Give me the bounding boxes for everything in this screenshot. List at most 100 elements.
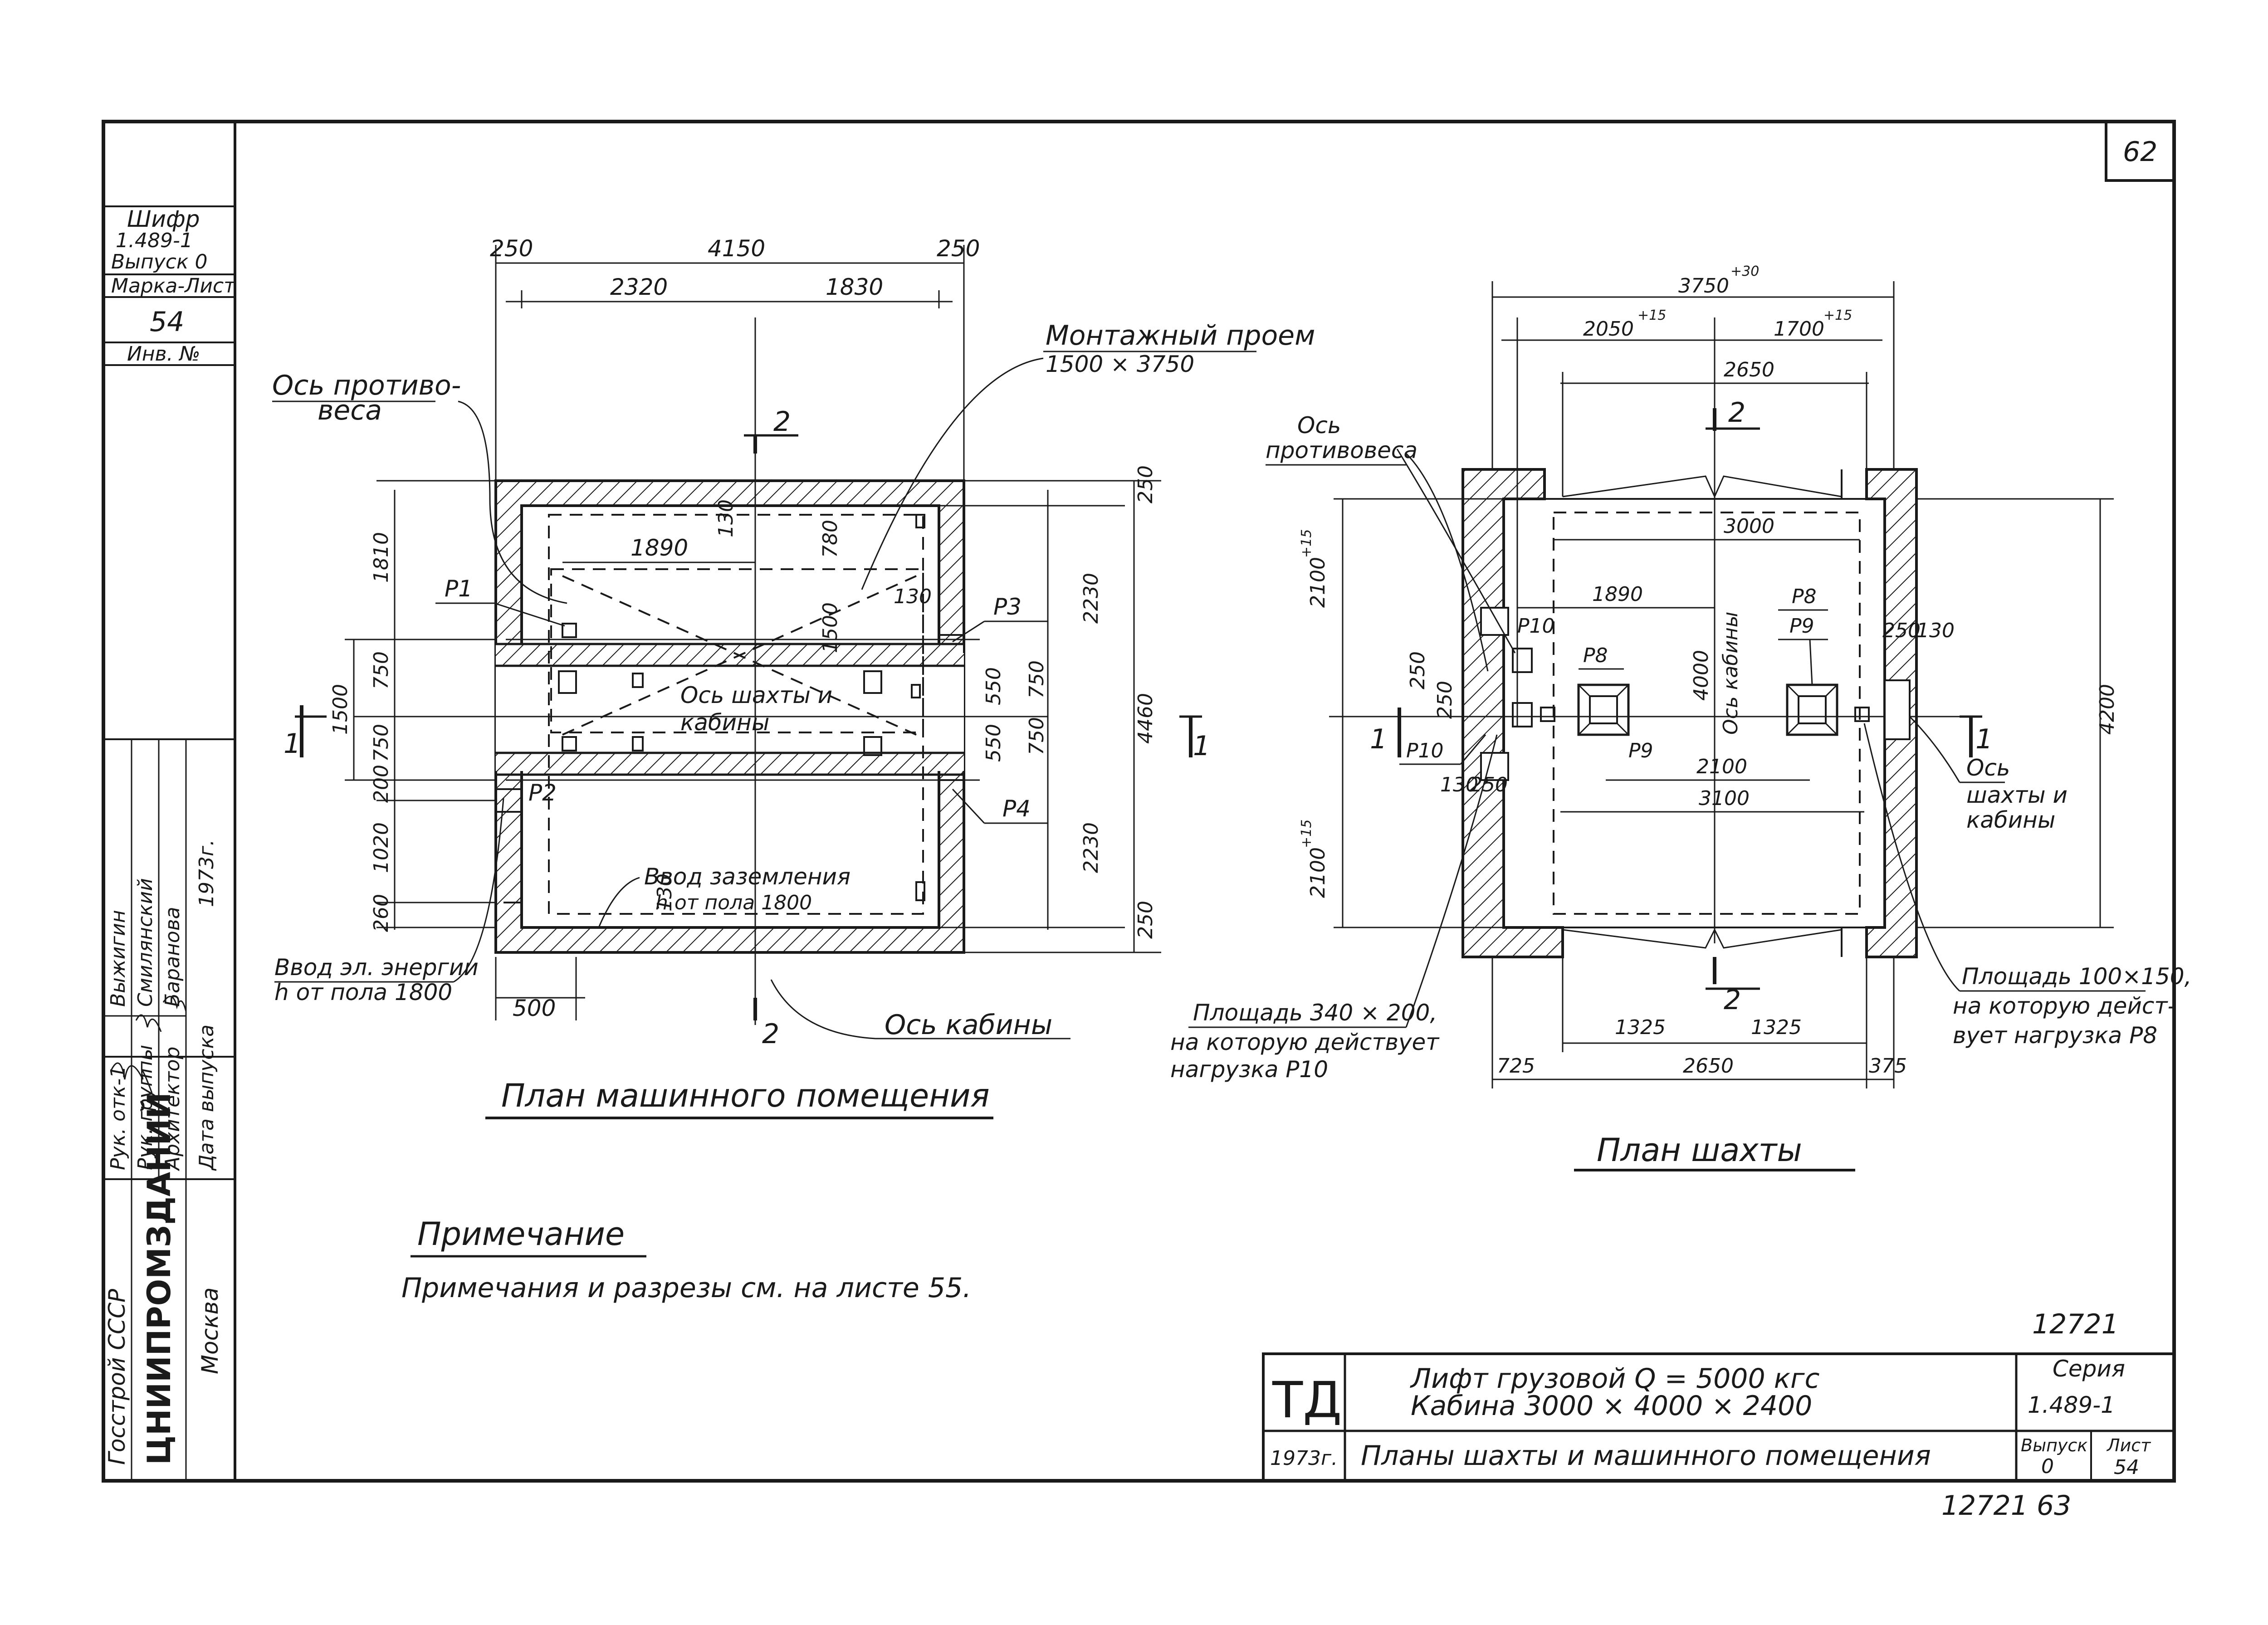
sheet-number: 62 [2123, 136, 2157, 168]
sh-load-p9a: P9 [1628, 739, 1653, 762]
mr-section-2-bottom: 2 [762, 1018, 779, 1050]
sh-dim-250c: 250 [1470, 773, 1508, 796]
mr-dim-750r1: 750 [1025, 660, 1048, 698]
tb-logo: ТД [1272, 1371, 1342, 1429]
pad-p10-upper [1480, 607, 1509, 636]
mr-section-1-right: 1 [1193, 730, 1210, 762]
sh-dim-4000: 4000 [1690, 650, 1713, 701]
stamp-series-line: 1.489-1 [116, 229, 193, 252]
sh-area-right-2: на которую дейст- [1953, 993, 2176, 1019]
mr-counterweight-axis-1: Ось противо- [272, 370, 461, 401]
stamp-date-label: Дата выпуска [195, 1025, 218, 1171]
mr-load-p2: P2 [528, 780, 557, 806]
sh-dim-1325b: 1325 [1751, 1016, 1802, 1039]
mr-shaft-axis-2: кабины [680, 709, 769, 736]
mr-dim-750a: 750 [370, 651, 393, 689]
mr-section-2-top: 2 [773, 406, 791, 438]
sh-load-p8b: P8 [1792, 585, 1817, 608]
mr-opening-label-1: Монтажный проем [1046, 320, 1315, 351]
mr-dim-1020: 1020 [370, 822, 393, 873]
mr-plan-title: План машинного помещения [501, 1077, 990, 1114]
mr-cabin-axis: Ось кабины [885, 1009, 1052, 1041]
stamp-org-top: Госстрой СССР [104, 1288, 130, 1465]
sh-dim-2100a: 2100 [1306, 557, 1330, 608]
mr-opening-label-2: 1500 × 3750 [1046, 351, 1194, 377]
mr-dim-1830: 1830 [826, 274, 883, 300]
mr-shaft-axis-1: Ось шахты и [680, 682, 832, 708]
stamp-inv-label: Инв. № [127, 342, 200, 366]
sh-dim-2650-top: 2650 [1724, 358, 1774, 381]
sh-section-2-top: 2 [1728, 397, 1745, 429]
stamp-name-1: Выжигин [107, 910, 130, 1007]
tb-year: 1973г. [1270, 1447, 1338, 1470]
tb-number-top: 12721 [2032, 1308, 2119, 1340]
mr-load-p4: P4 [1002, 795, 1031, 822]
mr-dim-750b: 750 [370, 724, 393, 762]
sh-dim-250d: 250 [1882, 619, 1921, 642]
mr-dim-550a: 550 [982, 667, 1005, 705]
mounting-opening [548, 514, 924, 915]
mr-dim-550b: 550 [982, 724, 1005, 762]
sh-dim-3100: 3100 [1699, 787, 1750, 810]
sh-dim-2100b-tol: +15 [1299, 820, 1315, 848]
sh-dim-1700: 1700 [1774, 317, 1824, 341]
sh-dim-2100: 2100 [1696, 755, 1747, 778]
sh-dim-250a: 250 [1406, 651, 1429, 689]
sh-section-1-right: 1 [1975, 723, 1993, 755]
stamp-mark-sheet-value: 54 [150, 306, 184, 338]
mr-dim-250b: 250 [937, 235, 980, 262]
sh-dim-2050-tol: +15 [1637, 307, 1666, 323]
mr-dim-250r2: 250 [1134, 901, 1157, 939]
stamp-name-2: Смилянский [134, 878, 157, 1007]
mr-dim-200: 200 [370, 765, 393, 803]
mr-dim-1890: 1890 [631, 535, 688, 561]
sh-dim-2050: 2050 [1583, 317, 1634, 341]
stamp-name-3: Баранова [161, 907, 184, 1007]
sh-dim-4200: 4200 [2096, 684, 2119, 735]
sh-area-left-2: на которую действует [1170, 1029, 1440, 1055]
sh-dim-130b: 130 [1916, 619, 1955, 642]
cabin-outline [1553, 512, 1861, 915]
tb-series-label: Серия [2053, 1356, 2125, 1382]
sh-cw-axis-1: Ось [1297, 412, 1341, 439]
mr-load-p3: P3 [993, 594, 1022, 620]
sh-dim-1890: 1890 [1592, 583, 1643, 606]
sh-area-left-1: Площадь 340 × 200, [1193, 1000, 1437, 1026]
mr-dim-2230a: 2230 [1080, 573, 1103, 624]
signature-2 [135, 1014, 162, 1032]
tb-sheet-title: Планы шахты и машинного помещения [1361, 1440, 1931, 1472]
sh-shaft-axis-3: кабины [1966, 807, 2055, 833]
sheet-number-box [2105, 120, 2175, 182]
mr-dim-250r: 250 [1134, 465, 1157, 503]
sh-dim-3750-tol: +30 [1730, 264, 1759, 279]
sh-load-p9b: P9 [1789, 615, 1814, 638]
stamp-date-value: 1973г. [195, 839, 218, 907]
sh-dim-3750: 3750 [1678, 274, 1729, 298]
tb-issue-label: Выпуск [2021, 1435, 2087, 1455]
note-text: Примечания и разрезы см. на листе 55. [401, 1272, 971, 1304]
tb-line-2: Кабина 3000 × 4000 × 2400 [1411, 1390, 1812, 1422]
sh-dim-2650-bottom: 2650 [1683, 1054, 1734, 1078]
signature-3 [162, 995, 187, 1012]
sh-plan-title: План шахты [1597, 1132, 1802, 1169]
mr-dim-130a: 130 [714, 499, 738, 537]
mr-load-p1: P1 [445, 576, 473, 602]
stamp-role-3: Архитектор [161, 1047, 184, 1171]
tb-sheet-value: 54 [2114, 1456, 2139, 1479]
stamp-org-city: Москва [197, 1287, 223, 1374]
mr-dim-130b: 130 [894, 585, 932, 608]
sh-cabin-axis: Ось кабины [1719, 611, 1742, 735]
tb-series-value: 1.489-1 [2028, 1392, 2115, 1418]
sh-shaft-axis-1: Ось [1966, 755, 2010, 781]
sh-dim-725: 725 [1497, 1054, 1535, 1078]
sh-dim-2100b: 2100 [1306, 847, 1330, 898]
stamp-role-1: Рук. отк-1 [107, 1066, 130, 1170]
sh-area-left-3: нагрузка P10 [1170, 1056, 1328, 1083]
load-pad-p1 [562, 623, 577, 638]
mr-dim-1500v: 1500 [819, 602, 842, 653]
stamp-role-2: Рук. группы [134, 1045, 157, 1170]
shaft-plan: 3750 +30 2050 +15 1700 +15 2650 3000 189… [1170, 264, 2191, 1171]
mr-dim-500: 500 [513, 995, 556, 1021]
tb-line-1: Лифт грузовой Q = 5000 кгс [1410, 1363, 1819, 1395]
